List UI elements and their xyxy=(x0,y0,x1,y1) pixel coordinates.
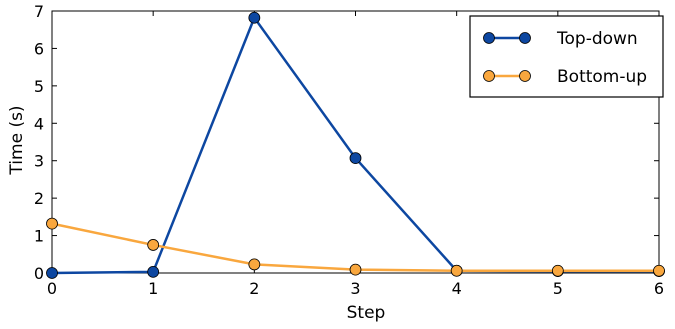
legend-marker xyxy=(519,32,531,44)
data-point xyxy=(248,258,261,271)
x-tick-label: 5 xyxy=(553,279,563,298)
data-point xyxy=(349,263,362,276)
series-group xyxy=(46,11,665,279)
data-point xyxy=(349,152,362,164)
y-tick-label: 4 xyxy=(34,114,44,133)
x-tick-label: 4 xyxy=(452,279,462,298)
y-tick-label: 5 xyxy=(34,77,44,96)
data-point xyxy=(46,267,58,279)
data-point xyxy=(248,11,261,24)
legend-label: Top-down xyxy=(556,29,638,49)
y-tick-label: 0 xyxy=(34,264,44,283)
x-axis-label: Step xyxy=(347,303,386,323)
data-point xyxy=(450,264,463,277)
y-tick-label: 7 xyxy=(34,2,44,21)
data-point xyxy=(653,264,665,277)
y-tick-label: 6 xyxy=(34,39,44,58)
legend-marker xyxy=(483,70,495,82)
x-tick-label: 1 xyxy=(148,279,158,298)
y-tick-label: 2 xyxy=(34,189,44,208)
y-tick-label: 3 xyxy=(34,152,44,171)
series-bottom-up xyxy=(46,217,665,277)
y-axis-label: Time (s) xyxy=(7,105,27,175)
data-point xyxy=(46,217,58,230)
legend-box xyxy=(469,15,664,98)
series-line xyxy=(51,222,659,273)
legend-marker xyxy=(483,32,495,44)
legend-label: Bottom-up xyxy=(557,67,647,87)
data-point xyxy=(147,239,160,251)
axis-ticks: 0 1 2 3 4 5 6 0 1 2 3 4 5 6 7 xyxy=(34,2,664,298)
x-tick-label: 0 xyxy=(47,279,57,298)
x-tick-label: 3 xyxy=(350,279,360,298)
x-tick-label: 2 xyxy=(249,279,259,298)
y-tick-label: 1 xyxy=(34,227,44,246)
data-point xyxy=(551,264,564,277)
data-point xyxy=(147,265,160,278)
x-tick-label: 6 xyxy=(654,279,664,298)
legend-marker xyxy=(519,70,531,82)
